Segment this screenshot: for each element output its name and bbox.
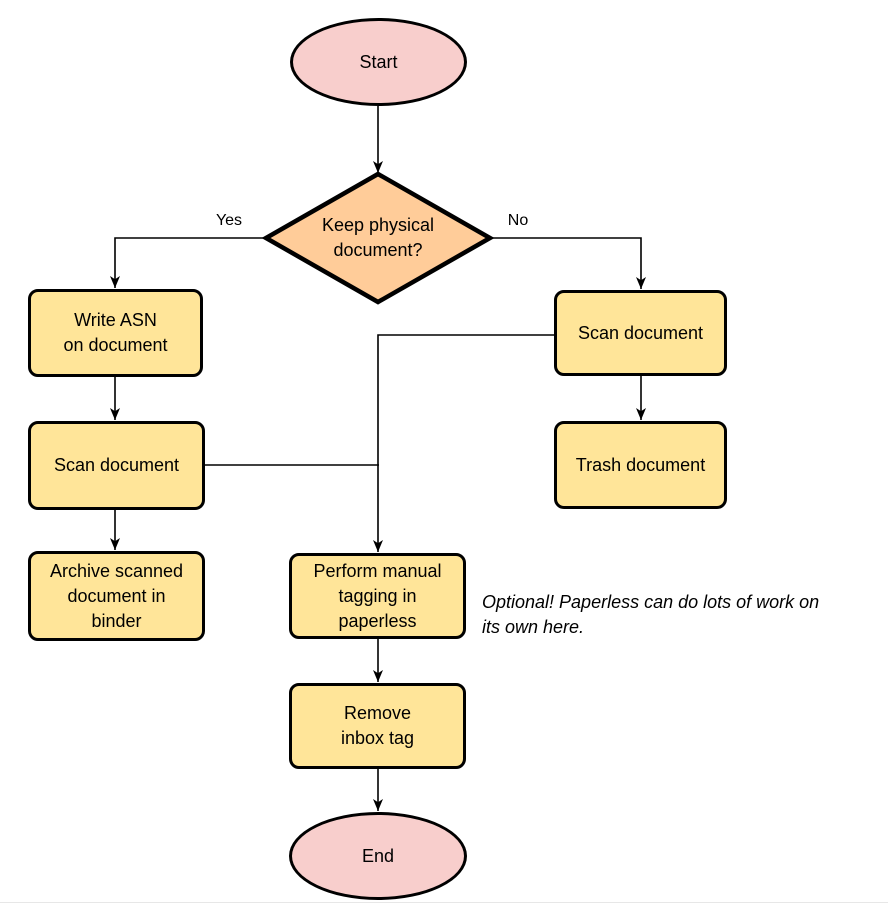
node-trash-document-label: Trash document xyxy=(575,454,706,475)
node-scan-document-right: Scan document xyxy=(554,290,727,376)
node-end-label: End xyxy=(361,845,395,866)
edge-label-yes: Yes xyxy=(215,212,243,229)
node-remove-inbox-tag: Remove inbox tag xyxy=(289,683,466,769)
edge-decision-yes-to-write-asn xyxy=(110,237,266,288)
annotation-optional-note: Optional! Paperless can do lots of work … xyxy=(482,592,820,637)
node-scan-document-left: Scan document xyxy=(28,421,205,510)
edge-label-no: No xyxy=(507,212,529,229)
bottom-edge-divider xyxy=(0,902,888,903)
edge-decision-no-to-scan-right xyxy=(490,237,646,289)
node-trash-document: Trash document xyxy=(554,421,727,509)
node-write-asn-label: Write ASN on document xyxy=(63,310,168,355)
node-remove-inbox-tag-label: Remove inbox tag xyxy=(340,703,415,748)
node-archive-binder: Archive scanned document in binder xyxy=(28,551,205,641)
node-start: Start xyxy=(290,18,467,106)
node-end: End xyxy=(289,812,467,900)
node-decision-label: Keep physical document? xyxy=(321,215,435,260)
node-manual-tagging: Perform manual tagging in paperless xyxy=(289,553,466,639)
node-archive-binder-label: Archive scanned document in binder xyxy=(49,560,184,631)
node-scan-document-left-label: Scan document xyxy=(53,455,180,475)
node-write-asn: Write ASN on document xyxy=(28,289,203,377)
decision-diamond-shape xyxy=(261,171,495,305)
edge-scan-right-to-manual-tagging xyxy=(373,334,554,552)
node-scan-document-right-label: Scan document xyxy=(577,322,704,343)
node-start-label: Start xyxy=(359,51,398,72)
node-manual-tagging-label: Perform manual tagging in paperless xyxy=(313,560,442,631)
